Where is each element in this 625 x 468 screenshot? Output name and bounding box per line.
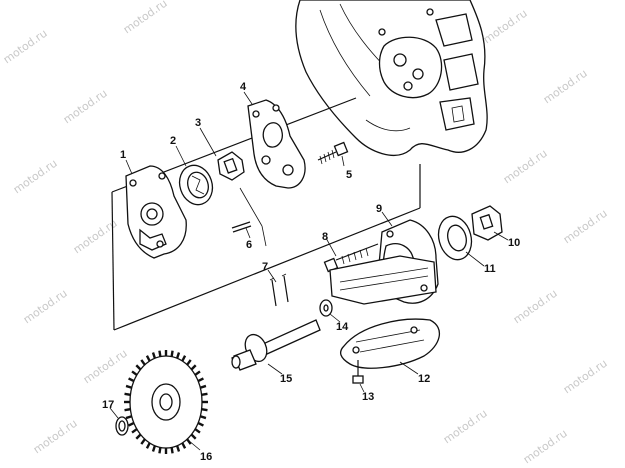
gear-tooth <box>158 350 162 357</box>
gear-tooth <box>186 359 192 366</box>
gear-tooth <box>151 352 157 359</box>
part-10-inner-rotor <box>471 205 503 241</box>
gear-tooth <box>135 364 142 371</box>
gear-tooth <box>170 447 174 454</box>
gear-tooth <box>186 438 192 445</box>
part-6-pin <box>231 221 252 233</box>
part-1-pump-body <box>125 165 187 259</box>
gear-tooth <box>199 384 207 389</box>
gear-tooth <box>181 442 187 449</box>
gear-tooth <box>131 370 138 376</box>
part-17-circlip <box>115 416 129 436</box>
gear-tooth <box>124 392 131 396</box>
callout-11: 11 <box>484 263 496 275</box>
gear-tooth <box>190 364 197 371</box>
gear-tooth <box>140 438 146 445</box>
gear-tooth <box>124 408 131 412</box>
callout-16: 16 <box>200 451 212 463</box>
callout-5: 5 <box>346 169 352 181</box>
callout-15: 15 <box>280 373 292 385</box>
part-3-inner-rotor <box>217 151 245 181</box>
gear-tooth <box>175 352 181 359</box>
gear-tooth <box>199 415 207 420</box>
gear-tooth <box>128 377 135 383</box>
gear-tooth <box>125 415 133 420</box>
part-9-pump-housing <box>329 219 439 305</box>
gear-tooth <box>145 355 151 362</box>
callout-17: 17 <box>102 399 114 411</box>
callout-2: 2 <box>170 135 176 147</box>
gear-tooth <box>197 377 204 383</box>
gear-tooth <box>201 392 208 396</box>
leader-lines <box>109 91 509 451</box>
callout-9: 9 <box>376 203 382 215</box>
gear-tooth <box>190 433 197 440</box>
part-5-bolt <box>317 141 349 165</box>
part-16-driven-gear <box>124 350 208 454</box>
callout-7: 7 <box>262 261 268 273</box>
part-13-screw <box>352 360 364 384</box>
callout-1: 1 <box>120 149 126 161</box>
gear-tooth <box>128 421 135 427</box>
callout-4: 4 <box>240 81 247 93</box>
gear-tooth <box>170 350 174 357</box>
gear-tooth <box>151 445 157 452</box>
callout-14: 14 <box>336 321 349 333</box>
gear-tooth <box>194 370 201 376</box>
callout-6: 6 <box>246 239 252 251</box>
gear-tooth <box>135 433 142 440</box>
gear-tooth <box>125 384 133 389</box>
callout-3: 3 <box>195 117 201 129</box>
part-4-pump-cover <box>247 99 306 189</box>
part-11-outer-rotor <box>437 215 473 261</box>
gear-tooth <box>145 442 151 449</box>
callout-13: 13 <box>362 391 374 403</box>
gear-tooth <box>181 355 187 362</box>
gear-tooth <box>158 447 162 454</box>
part-2-outer-rotor <box>178 164 214 206</box>
gear-tooth <box>140 359 146 366</box>
callout-12: 12 <box>418 373 430 385</box>
gear-tooth <box>194 428 201 434</box>
crankcase <box>295 0 488 156</box>
callout-10: 10 <box>508 237 520 249</box>
gear-tooth <box>197 421 204 427</box>
gear-tooth <box>175 445 181 452</box>
gear-tooth <box>201 408 208 412</box>
part-14-washer <box>319 299 333 317</box>
part-15-shaft <box>231 319 321 371</box>
callout-8: 8 <box>322 231 328 243</box>
gear-tooth <box>131 428 138 434</box>
callout-labels: 1 2 3 4 5 6 7 8 9 10 11 12 13 14 15 16 1… <box>102 81 520 463</box>
part-12-strainer-screen <box>339 318 440 369</box>
part-7-dowel-pins <box>269 273 289 307</box>
